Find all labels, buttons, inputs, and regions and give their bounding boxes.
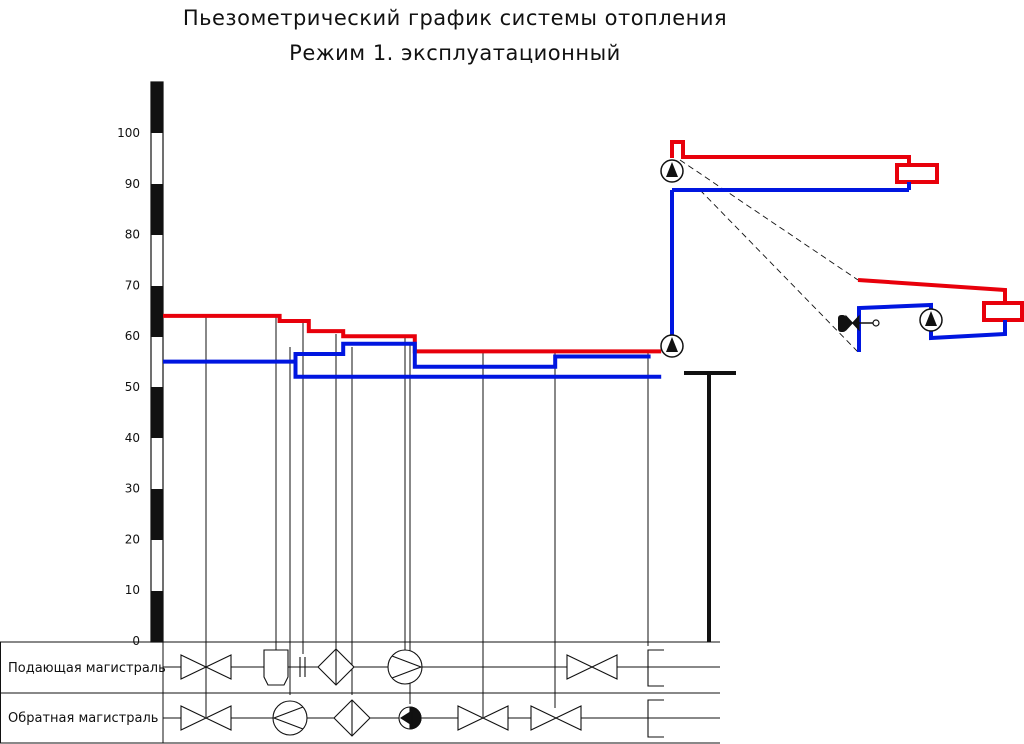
pump-icon	[387, 649, 423, 685]
tick-label: 70	[125, 278, 140, 292]
dashed-links	[679, 159, 859, 353]
heat-exchanger-icon	[333, 699, 371, 737]
pump-icon	[660, 159, 684, 183]
pump-icon	[660, 334, 684, 358]
gate-valve-icon	[566, 654, 618, 680]
scale-segment	[151, 387, 163, 438]
lower-radiator	[982, 301, 1024, 322]
tick-labels: 0 10 20 30 40 50 60 70 80 90 100	[117, 126, 140, 648]
scale-segment	[151, 286, 163, 337]
return-pressure-step-line	[293, 341, 651, 369]
riser-section	[670, 140, 939, 347]
supply-row-symbols	[180, 648, 664, 687]
pressure-lines	[163, 313, 662, 379]
tick-label: 30	[125, 482, 140, 496]
tick-label: 80	[125, 228, 140, 242]
pump-icon	[919, 308, 943, 332]
scale-segment	[151, 184, 163, 235]
return-row-symbols	[180, 699, 664, 738]
gate-valve-icon	[180, 705, 232, 731]
tick-label: 60	[125, 329, 140, 343]
scale-outline	[150, 81, 164, 643]
static-level-marker	[684, 371, 736, 642]
supply-main-label: Подающая магистраль	[8, 661, 166, 676]
upper-radiator	[895, 163, 939, 184]
gate-valve-icon	[530, 705, 582, 731]
scale-segment	[151, 591, 163, 642]
building-connection-icon	[647, 649, 664, 687]
return-pressure-line	[163, 359, 662, 379]
tick-label: 20	[125, 532, 140, 546]
gate-valve-icon	[457, 705, 509, 731]
pressure-scale	[150, 81, 164, 643]
scale-segment	[151, 489, 163, 540]
schematic-table	[0, 641, 720, 744]
chart-subtitle: Режим 1. эксплуатационный	[289, 41, 621, 65]
graph-pumps	[660, 159, 943, 358]
orifice-icon	[299, 657, 306, 677]
return-branch-line	[857, 278, 1007, 303]
return-upper-line	[670, 140, 911, 165]
leader-lines	[205, 316, 649, 717]
pump-icon	[272, 700, 308, 736]
supply-pressure-line	[163, 313, 662, 354]
dashed-link	[679, 159, 859, 281]
scale-segment	[151, 82, 163, 133]
tick-label: 100	[117, 126, 140, 140]
tick-label: 50	[125, 380, 140, 394]
check-valve-icon	[398, 706, 422, 730]
chart-title: Пьезометрический график системы отоплени…	[182, 6, 728, 30]
gate-valve-icon	[180, 654, 232, 680]
tick-label: 0	[132, 634, 140, 648]
tick-label: 40	[125, 431, 140, 445]
dashed-link	[699, 189, 859, 353]
tick-label: 10	[125, 583, 140, 597]
heat-exchanger-icon	[317, 648, 355, 686]
building-connection-icon	[647, 699, 664, 738]
return-main-label: Обратная магистраль	[8, 711, 158, 726]
control-valve-icon	[838, 314, 880, 332]
tick-label: 90	[125, 177, 140, 191]
filter-icon	[263, 649, 289, 686]
